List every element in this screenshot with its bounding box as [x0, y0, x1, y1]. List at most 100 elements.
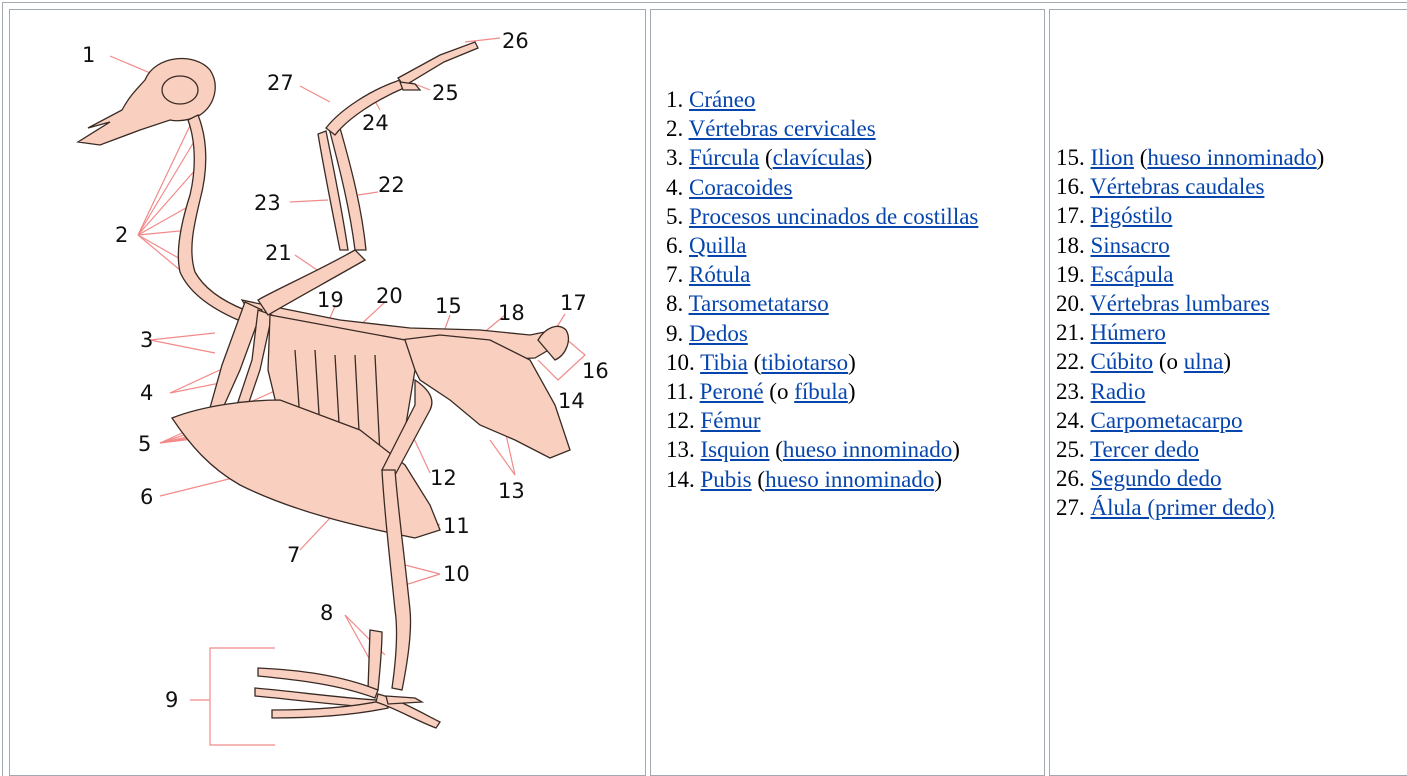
legend-number: 1. [666, 87, 683, 112]
legend-cell-2: 15. Ilion (hueso innominado)16. Vértebra… [1049, 9, 1407, 776]
legend-number: 19. [1056, 262, 1085, 287]
callout-7: 7 [287, 543, 300, 567]
link-quilla[interactable]: Quilla [689, 233, 747, 258]
legend-item: 27. Álula (primer dedo) [1056, 493, 1401, 522]
link-radio[interactable]: Radio [1091, 379, 1146, 404]
legend-text: ( [759, 145, 772, 170]
link-perone[interactable]: Peroné [700, 379, 764, 404]
link-tarsometatarso[interactable]: Tarsometatarso [689, 291, 829, 316]
link-vertebras-lumbares[interactable]: Vértebras lumbares [1090, 291, 1269, 316]
legend-number: 18. [1056, 233, 1085, 258]
legend-number: 3. [666, 145, 683, 170]
link-pigostilo[interactable]: Pigóstilo [1091, 203, 1173, 228]
legend-item: 13. Isquion (hueso innominado) [666, 435, 1021, 464]
link-fibula[interactable]: fíbula [794, 379, 848, 404]
callout-17: 17 [560, 291, 587, 315]
legend-item: 5. Procesos uncinados de costillas [666, 202, 1021, 231]
link-coracoides[interactable]: Coracoides [689, 175, 792, 200]
legend-item: 14. Pubis (hueso innominado) [666, 465, 1021, 494]
legend-item: 18. Sinsacro [1056, 231, 1401, 260]
callout-4: 4 [140, 381, 153, 405]
callout-13: 13 [498, 479, 525, 503]
callout-23: 23 [254, 191, 281, 215]
link-segundo-dedo[interactable]: Segundo dedo [1091, 466, 1222, 491]
legend-item: 15. Ilion (hueso innominado) [1056, 143, 1401, 172]
callout-25: 25 [432, 81, 459, 105]
legend-text: ) [865, 145, 873, 170]
legend-text: ) [848, 350, 856, 375]
callout-27: 27 [267, 71, 294, 95]
legend-item: 21. Húmero [1056, 318, 1401, 347]
legend-number: 23. [1056, 379, 1085, 404]
link-hueso-innominado[interactable]: hueso innominado [783, 437, 952, 462]
callout-3: 3 [140, 328, 153, 352]
legend-number: 13. [666, 437, 695, 462]
legend-text: ( [1134, 145, 1147, 170]
legend-number: 24. [1056, 408, 1085, 433]
link-vertebras-caudales[interactable]: Vértebras caudales [1090, 174, 1264, 199]
link-vertebras-cervicales[interactable]: Vértebras cervicales [689, 116, 876, 141]
link-craneo[interactable]: Cráneo [689, 87, 755, 112]
callout-10: 10 [443, 562, 470, 586]
callout-16: 16 [582, 359, 609, 383]
legend-text: ) [848, 379, 856, 404]
callout-19: 19 [317, 288, 344, 312]
link-tercer-dedo[interactable]: Tercer dedo [1090, 437, 1199, 462]
link-rotula[interactable]: Rótula [689, 262, 750, 287]
legend-item: 1. Cráneo [666, 85, 1021, 114]
legend-text: ( [752, 467, 765, 492]
legend-number: 10. [666, 350, 695, 375]
legend-number: 12. [666, 408, 695, 433]
legend-item: 8. Tarsometatarso [666, 289, 1021, 318]
legend-item: 3. Fúrcula (clavículas) [666, 143, 1021, 172]
callout-14: 14 [558, 389, 585, 413]
link-claviculas[interactable]: clavículas [773, 145, 865, 170]
link-hueso-innominado[interactable]: hueso innominado [765, 467, 934, 492]
legend-number: 26. [1056, 466, 1085, 491]
legend-item: 23. Radio [1056, 377, 1401, 406]
legend-item: 9. Dedos [666, 319, 1021, 348]
legend-item: 26. Segundo dedo [1056, 464, 1401, 493]
link-femur[interactable]: Fémur [701, 408, 761, 433]
link-alula-primer-dedo[interactable]: Álula (primer dedo) [1091, 495, 1275, 520]
legend-number: 17. [1056, 203, 1085, 228]
legend-text: ) [1223, 349, 1231, 374]
link-sinsacro[interactable]: Sinsacro [1091, 233, 1170, 258]
link-humero[interactable]: Húmero [1091, 320, 1166, 345]
link-pubis[interactable]: Pubis [701, 467, 752, 492]
link-dedos[interactable]: Dedos [689, 321, 748, 346]
link-carpometacarpo[interactable]: Carpometacarpo [1091, 408, 1243, 433]
link-ulna[interactable]: ulna [1184, 349, 1224, 374]
link-furcula[interactable]: Fúrcula [689, 145, 759, 170]
legend-item: 2. Vértebras cervicales [666, 114, 1021, 143]
legend-item: 6. Quilla [666, 231, 1021, 260]
legend-list-2: 15. Ilion (hueso innominado)16. Vértebra… [1056, 143, 1401, 523]
link-isquion[interactable]: Isquion [701, 437, 770, 462]
legend-item: 22. Cúbito (o ulna) [1056, 347, 1401, 376]
link-ilion[interactable]: Ilion [1091, 145, 1134, 170]
link-hueso-innominado[interactable]: hueso innominado [1147, 145, 1316, 170]
legend-text: ) [1317, 145, 1325, 170]
link-cubito[interactable]: Cúbito [1091, 349, 1154, 374]
legend-number: 5. [666, 204, 683, 229]
link-tibiotarso[interactable]: tibiotarso [761, 350, 848, 375]
callout-9: 9 [165, 688, 178, 712]
legend-number: 9. [666, 321, 683, 346]
legend-item: 7. Rótula [666, 260, 1021, 289]
callout-21: 21 [265, 241, 292, 265]
legend-text: ) [952, 437, 960, 462]
link-procesos-uncinados-de-costillas[interactable]: Procesos uncinados de costillas [689, 204, 978, 229]
link-escapula[interactable]: Escápula [1091, 262, 1174, 287]
callout-22: 22 [378, 173, 405, 197]
link-tibia[interactable]: Tibia [700, 350, 748, 375]
legend-item: 11. Peroné (o fíbula) [666, 377, 1021, 406]
legend-number: 8. [666, 291, 683, 316]
legend-item: 25. Tercer dedo [1056, 435, 1401, 464]
callout-2: 2 [115, 223, 128, 247]
legend-text: (o [764, 379, 795, 404]
callout-26: 26 [502, 29, 529, 53]
legend-number: 27. [1056, 495, 1085, 520]
callout-6: 6 [140, 485, 153, 509]
